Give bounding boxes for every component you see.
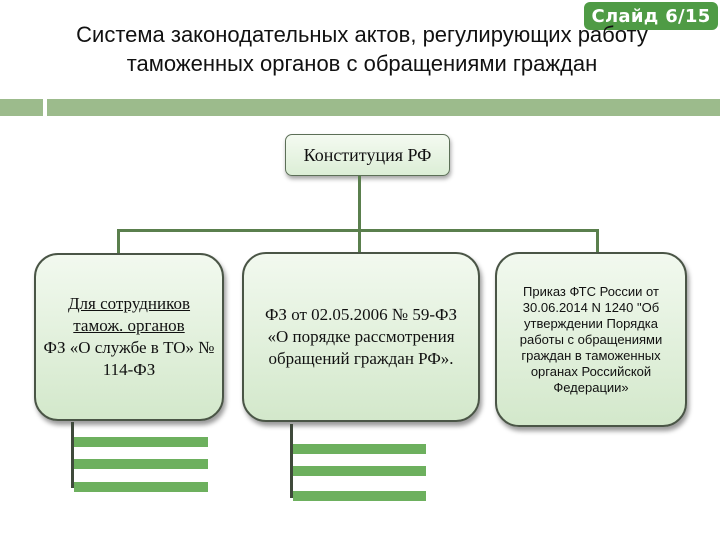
node-service-law-line2: тамож. органов (73, 316, 185, 335)
connector-trunk (358, 176, 361, 231)
stub-vertical-left (71, 422, 74, 488)
stub-bar-left-3 (74, 482, 208, 492)
slide-number-badge: Слайд 6/15 (584, 2, 718, 30)
node-service-law-line1: Для сотрудников (67, 294, 191, 313)
connector-center-drop (358, 229, 361, 253)
stub-vertical-center (290, 424, 293, 498)
node-appeals-law-label: ФЗ от 02.05.2006 № 59-ФЗ «О порядке расс… (265, 305, 457, 368)
node-fts-order-label: Приказ ФТС России от 30.06.2014 N 1240 "… (519, 283, 663, 395)
node-service-law-line3: ФЗ «О службе в ТО» № 114-ФЗ (43, 338, 215, 379)
stub-bar-center-1 (293, 444, 426, 454)
slide-title: Система законодательных актов, регулирую… (76, 22, 648, 76)
stub-bar-left-2 (74, 459, 208, 469)
node-service-law: Для сотрудников тамож. органов ФЗ «О слу… (34, 253, 224, 421)
node-appeals-law: ФЗ от 02.05.2006 № 59-ФЗ «О порядке расс… (242, 252, 480, 422)
root-node-constitution: Конституция РФ (285, 134, 450, 176)
stub-bar-center-3 (293, 491, 426, 501)
accent-bar-right (47, 99, 720, 116)
node-fts-order: Приказ ФТС России от 30.06.2014 N 1240 "… (495, 252, 687, 427)
connector-left-drop (117, 229, 120, 254)
connector-right-drop (596, 229, 599, 253)
accent-bar-left (0, 99, 43, 116)
stub-bar-left-1 (74, 437, 208, 447)
stub-bar-center-2 (293, 466, 426, 476)
